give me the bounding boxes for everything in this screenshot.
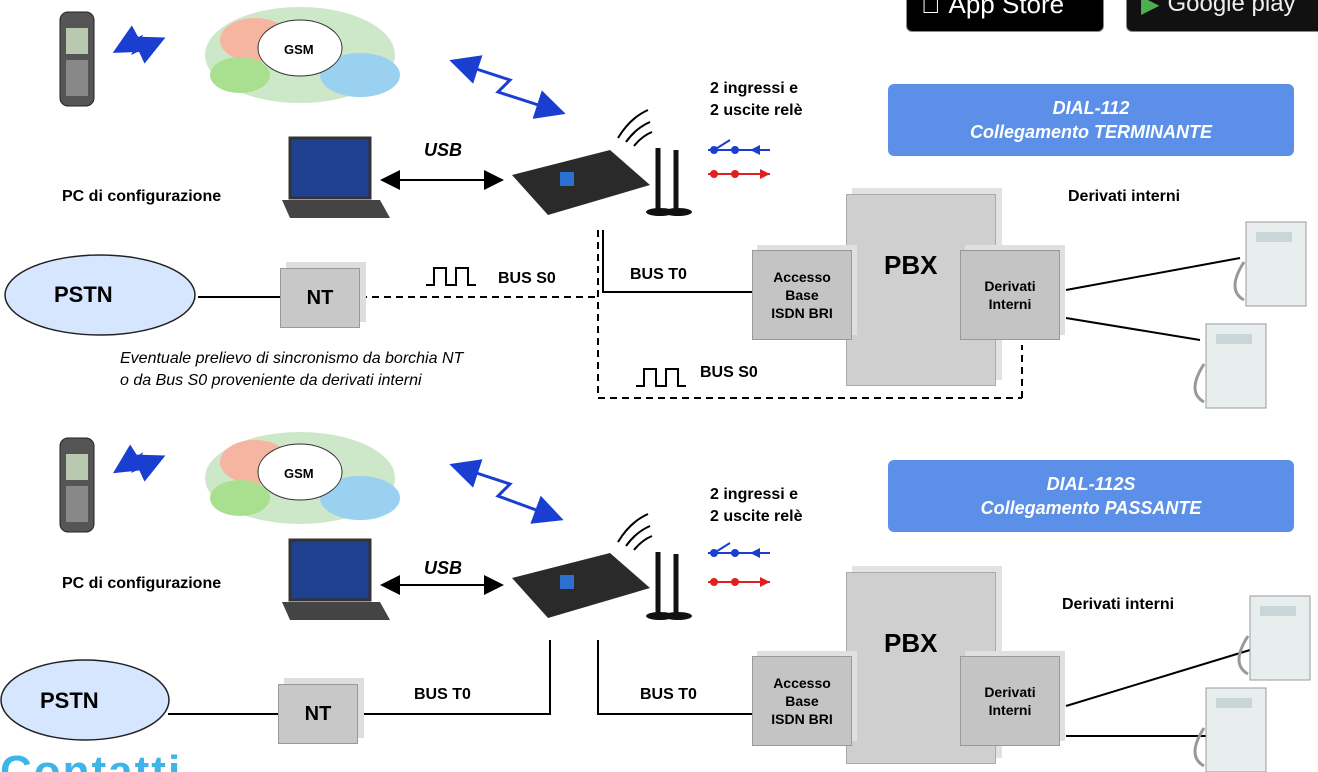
sync-note-line1: Eventuale prelievo di sincronismo da bor…	[120, 350, 464, 367]
accesso-base-box: Accesso Base ISDN BRI	[752, 656, 852, 746]
pc-config-label: PC di configurazione	[62, 188, 222, 205]
dial-112-device-icon	[512, 109, 692, 216]
desk-phone-icon	[1237, 595, 1311, 681]
sync-note-line2: o da Bus S0 proveniente da derivati inte…	[120, 372, 422, 389]
banner-title: DIAL-112	[1052, 98, 1130, 118]
banner-subtitle: Collegamento PASSANTE	[980, 498, 1202, 518]
gsm-label: GSM	[284, 466, 314, 481]
relay-output-icon	[708, 577, 770, 587]
mobile-phone-icon	[59, 437, 95, 533]
app-store-badge[interactable]:  App Store	[906, 0, 1104, 32]
pstn-cloud-icon	[4, 254, 196, 336]
desk-phone-icon	[1193, 323, 1267, 409]
bus-s0-label: BUS S0	[498, 270, 556, 287]
relay-label-line1: 2 ingressi e	[710, 486, 799, 503]
derivati-interni-box: Derivati Interni	[960, 656, 1060, 746]
nt-box: NT	[278, 684, 358, 744]
dial-112-banner: DIAL-112 Collegamento TERMINANTE	[888, 84, 1294, 156]
app-store-label: App Store	[929, 0, 1065, 19]
banner-title: DIAL-112S	[1046, 474, 1136, 494]
derivati-interni-box: Derivati Interni	[960, 250, 1060, 340]
derivati-interni-title: Derivati interni	[1068, 188, 1181, 205]
relay-label-line1: 2 ingressi e	[710, 80, 799, 97]
relay-label-line2: 2 uscite relè	[710, 508, 803, 525]
relay-output-icon	[708, 169, 770, 179]
relay-input-icon	[708, 542, 770, 558]
bus-t0-label: BUS T0	[640, 686, 697, 703]
gsm-label: GSM	[284, 42, 314, 57]
mobile-phone-icon	[59, 11, 95, 107]
pc-config-label: PC di configurazione	[62, 575, 222, 592]
google-play-badge[interactable]: ▶ Google play	[1126, 0, 1318, 32]
nt-label: NT	[306, 286, 334, 309]
play-icon: ▶	[1141, 0, 1160, 18]
bus-t0-label: BUS T0	[414, 686, 471, 703]
relay-input-icon	[708, 139, 770, 155]
pstn-label: PSTN	[40, 688, 99, 713]
bus-s0-label: BUS S0	[700, 364, 758, 381]
desk-phone-icon	[1193, 687, 1267, 772]
footer-heading: Contatti	[0, 752, 182, 772]
pbx-label: PBX	[884, 628, 938, 658]
derivati-interni-title: Derivati interni	[1062, 596, 1175, 613]
pstn-label: PSTN	[54, 282, 113, 307]
nt-box: NT	[280, 268, 360, 328]
desk-phone-icon	[1233, 221, 1307, 307]
google-play-label: Google play	[1167, 0, 1296, 17]
gsm-network-icon	[205, 432, 400, 524]
apple-icon: 	[921, 0, 941, 20]
gsm-network-icon	[205, 7, 400, 103]
banner-subtitle: Collegamento TERMINANTE	[969, 122, 1212, 142]
pstn-cloud-icon	[0, 659, 170, 741]
pulse-icon	[636, 368, 686, 387]
accesso-base-box: Accesso Base ISDN BRI	[752, 250, 852, 340]
pbx-label: PBX	[884, 250, 938, 280]
dial-112s-banner: DIAL-112S Collegamento PASSANTE	[888, 460, 1294, 532]
radio-link-icon	[112, 25, 166, 64]
relay-label-line2: 2 uscite relè	[710, 102, 803, 119]
usb-label: USB	[424, 558, 463, 578]
usb-label: USB	[424, 140, 463, 160]
pulse-icon	[426, 267, 476, 286]
dial-112s-device-icon	[512, 513, 692, 620]
laptop-icon	[282, 538, 390, 620]
nt-label: NT	[304, 702, 332, 725]
laptop-icon	[282, 136, 390, 218]
bus-t0-label: BUS T0	[630, 266, 687, 283]
